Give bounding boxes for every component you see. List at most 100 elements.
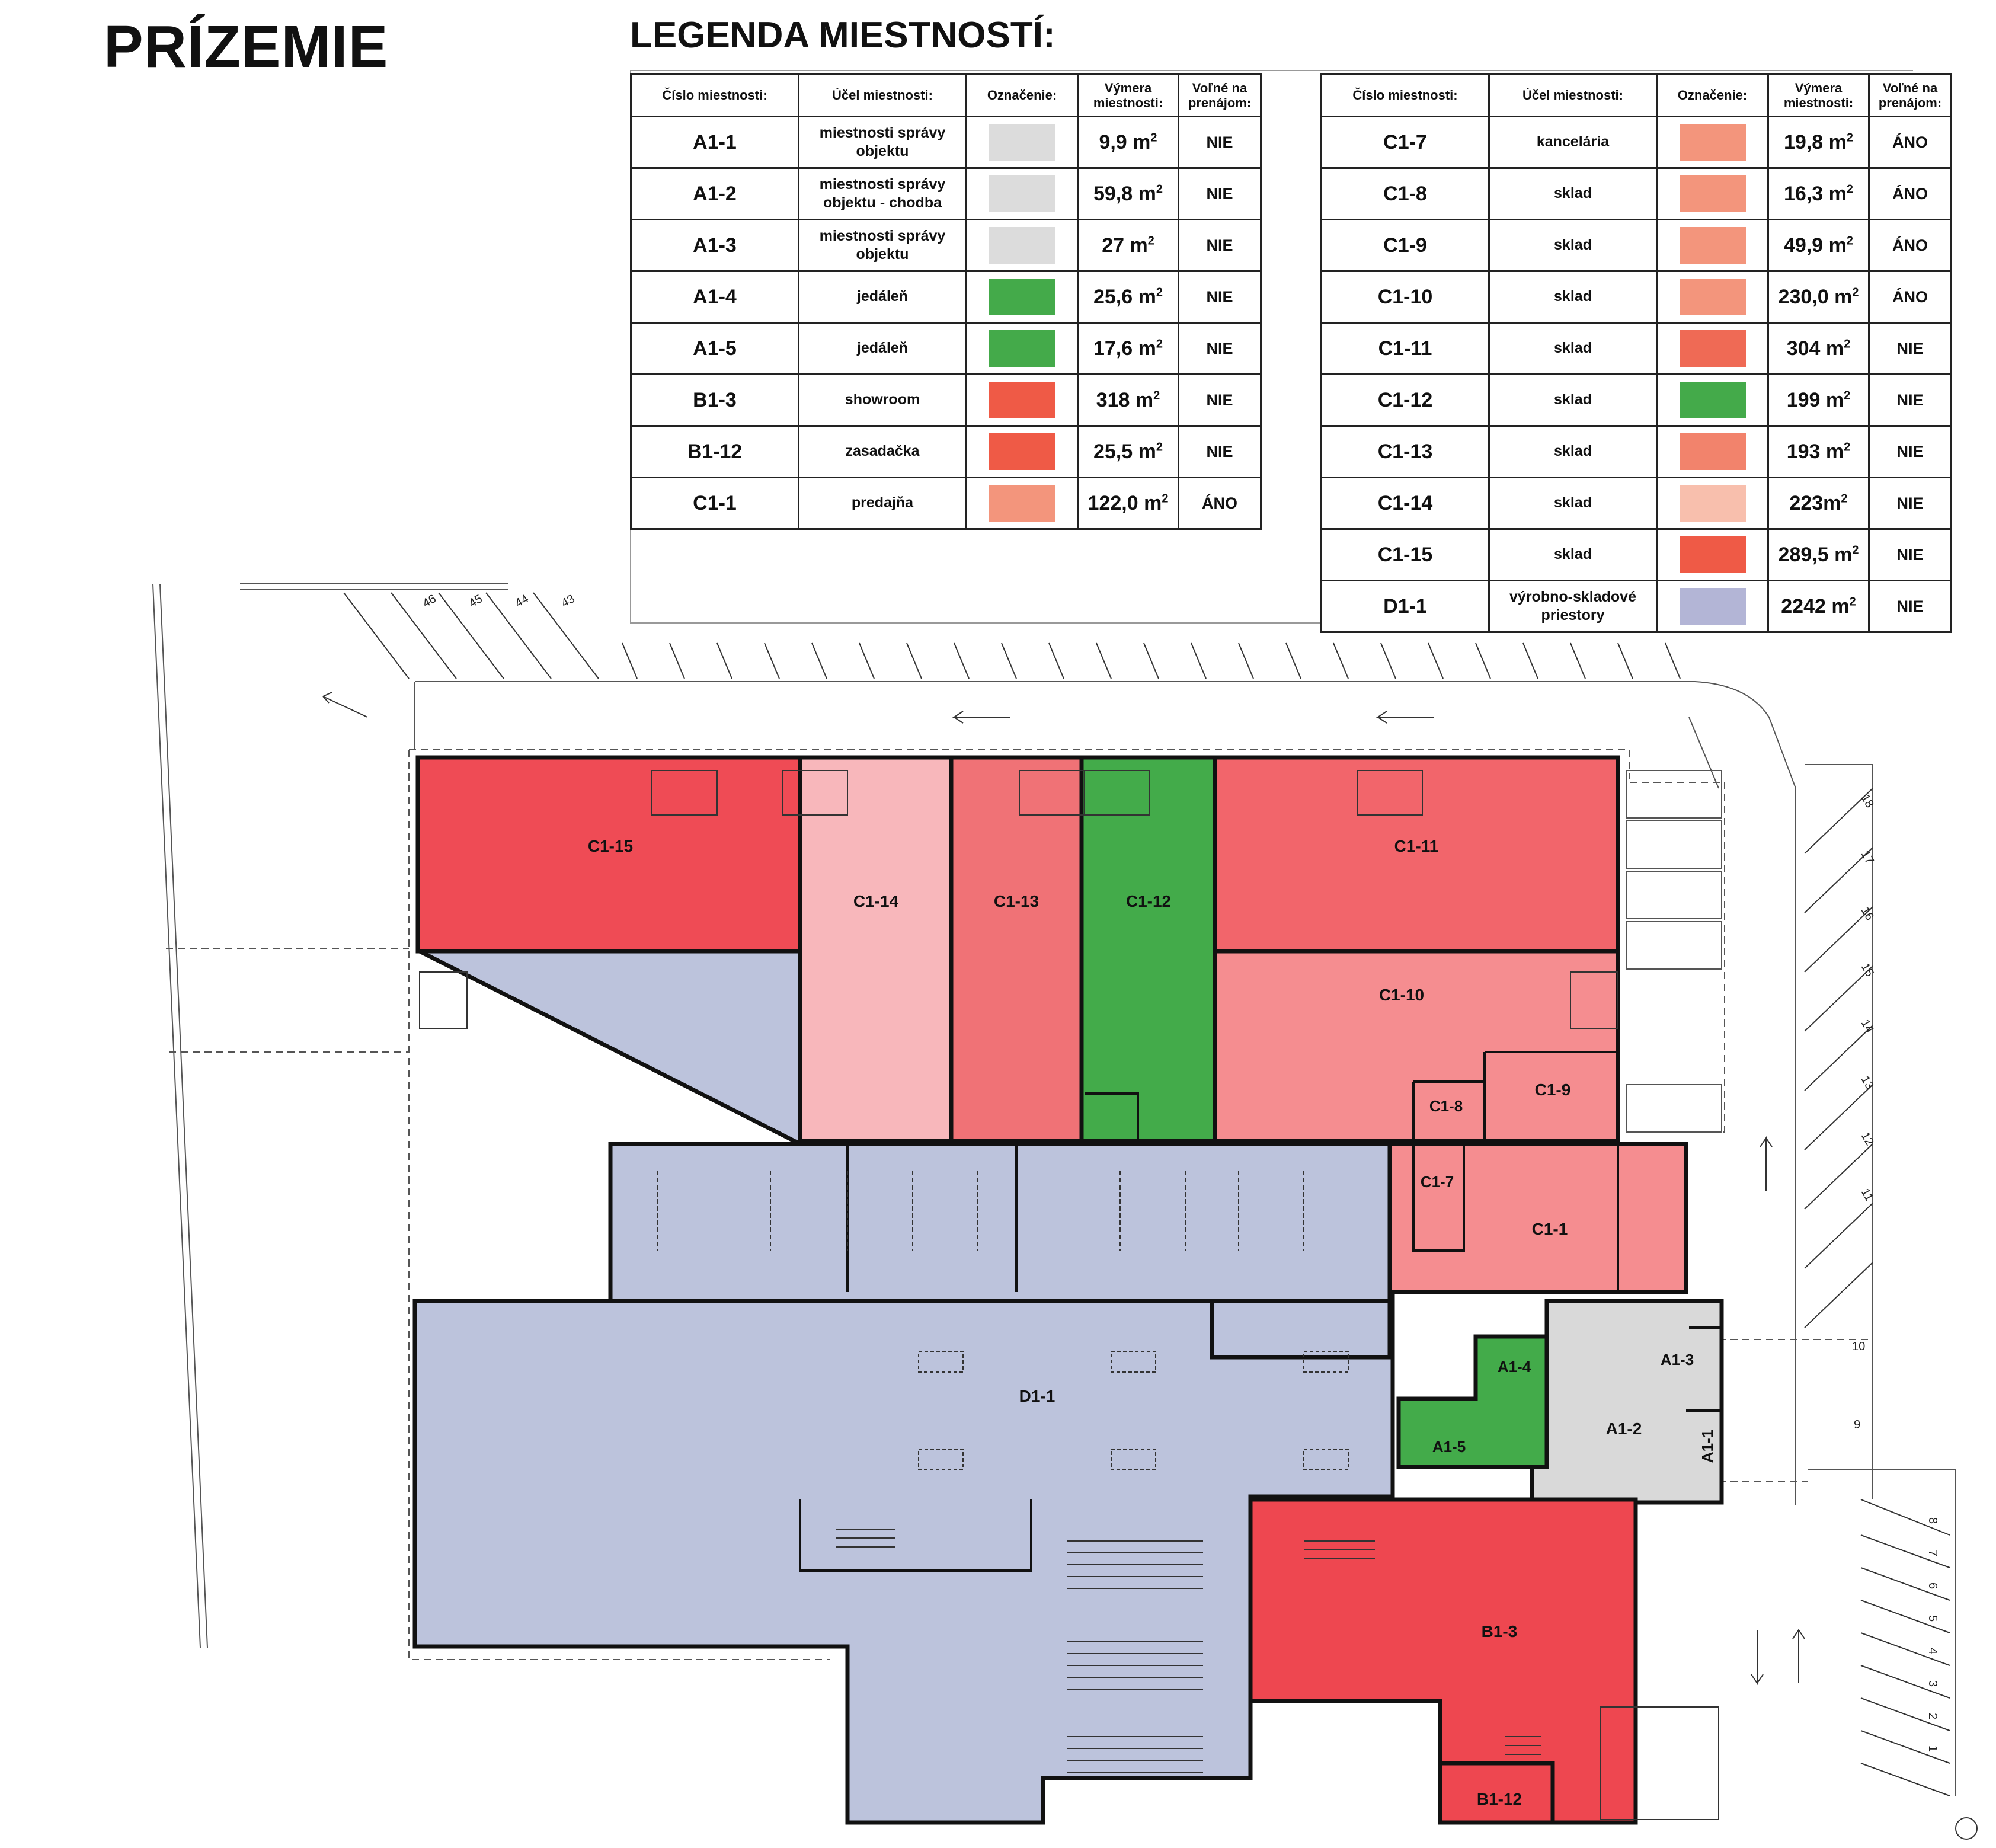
room-a1-4 [1396, 1334, 1549, 1469]
room-purpose: miestnosti správy objektu - chodba [798, 167, 967, 220]
color-swatch [989, 382, 1055, 418]
room-availability: ÁNO [1868, 116, 1952, 169]
room-marking [1656, 477, 1769, 530]
legend-table-right: Číslo miestnosti: Účel miestnosti: Označ… [1320, 73, 1952, 633]
color-swatch [1679, 485, 1746, 522]
color-swatch [1679, 536, 1746, 573]
room-b1-12 [1438, 1761, 1555, 1825]
parking-number: 14 [1859, 1018, 1876, 1035]
room-c1-1 [1387, 1142, 1688, 1294]
color-swatch [1679, 433, 1746, 470]
room-marking [965, 425, 1079, 478]
room-marking [965, 116, 1079, 169]
room-availability: ÁNO [1868, 219, 1952, 272]
color-swatch [989, 485, 1055, 522]
room-label-c1-7: C1-7 [1421, 1173, 1454, 1191]
room-label-a1-2: A1-2 [1606, 1419, 1642, 1438]
room-number: B1-3 [630, 373, 799, 427]
room-label-d1-1: D1-1 [1019, 1387, 1055, 1405]
room-number: C1-1 [630, 477, 799, 530]
parking-number: 1 [1926, 1745, 1939, 1752]
room-availability: NIE [1178, 219, 1262, 272]
room-marking [1656, 373, 1769, 427]
header-purpose: Účel miestnosti: [798, 73, 967, 117]
arrow-up-icon [1792, 1628, 1805, 1683]
room-number: A1-2 [630, 167, 799, 220]
room-marking [1656, 322, 1769, 375]
room-area: 27 m2 [1077, 219, 1179, 272]
room-area: 304 m2 [1767, 322, 1870, 375]
room-purpose: výrobno-skladové priestory [1488, 580, 1658, 633]
parking-number: 8 [1926, 1517, 1939, 1524]
room-availability: ÁNO [1178, 477, 1262, 530]
room-availability: NIE [1868, 580, 1952, 633]
room-availability: NIE [1868, 425, 1952, 478]
room-marking [965, 219, 1079, 272]
room-availability: NIE [1868, 322, 1952, 375]
room-area: 318 m2 [1077, 373, 1179, 427]
room-marking [965, 322, 1079, 375]
parking-number: 5 [1926, 1615, 1939, 1622]
room-c1-10 [1213, 949, 1620, 1143]
room-number: C1-9 [1320, 219, 1490, 272]
parking-number: 12 [1859, 1130, 1876, 1148]
room-label-c1-1: C1-1 [1532, 1220, 1568, 1238]
room-availability: NIE [1868, 373, 1952, 427]
room-availability: NIE [1178, 167, 1262, 220]
color-swatch [1679, 175, 1746, 212]
room-area: 19,8 m2 [1767, 116, 1870, 169]
parking-number: 4 [1926, 1648, 1939, 1654]
room-availability: NIE [1868, 528, 1952, 581]
room-label-c1-12: C1-12 [1126, 892, 1171, 910]
parking-number: 44 [513, 592, 531, 610]
room-area: 230,0 m2 [1767, 270, 1870, 324]
room-label-c1-8: C1-8 [1429, 1097, 1463, 1115]
page-title: PRÍZEMIE [104, 14, 389, 80]
room-number: D1-1 [1320, 580, 1490, 633]
room-marking [1656, 528, 1769, 581]
room-purpose: jedáleň [798, 270, 967, 324]
room-label-c1-9: C1-9 [1535, 1080, 1571, 1099]
room-purpose: miestnosti správy objektu [798, 219, 967, 272]
parking-number: 3 [1926, 1680, 1939, 1687]
parking-number: 6 [1926, 1582, 1939, 1589]
room-marking [1656, 219, 1769, 272]
room-purpose: sklad [1488, 528, 1658, 581]
room-marking [1656, 580, 1769, 633]
room-number: A1-1 [630, 116, 799, 169]
room-label-a1-4: A1-4 [1498, 1358, 1531, 1376]
color-swatch [989, 227, 1055, 264]
room-availability: NIE [1868, 477, 1952, 530]
room-label-c1-11: C1-11 [1394, 837, 1439, 855]
parking-number: 43 [559, 592, 577, 610]
room-marking [1656, 116, 1769, 169]
legend-header-row: Číslo miestnosti: Účel miestnosti: Označ… [1320, 73, 1952, 117]
parking-number: 10 [1852, 1340, 1865, 1353]
room-purpose: kancelária [1488, 116, 1658, 169]
room-purpose: sklad [1488, 270, 1658, 324]
header-purpose: Účel miestnosti: [1488, 73, 1658, 117]
room-label-b1-3: B1-3 [1482, 1622, 1518, 1641]
room-area: 122,0 m2 [1077, 477, 1179, 530]
room-number: A1-3 [630, 219, 799, 272]
parking-number: 17 [1859, 849, 1876, 867]
room-marking [1656, 425, 1769, 478]
parking-number: 2 [1926, 1713, 1939, 1719]
room-marking [965, 270, 1079, 324]
room-area: 193 m2 [1767, 425, 1870, 478]
room-label-c1-14: C1-14 [853, 892, 899, 910]
room-availability: ÁNO [1868, 270, 1952, 324]
header-number: Číslo miestnosti: [1320, 73, 1490, 117]
room-purpose: sklad [1488, 219, 1658, 272]
